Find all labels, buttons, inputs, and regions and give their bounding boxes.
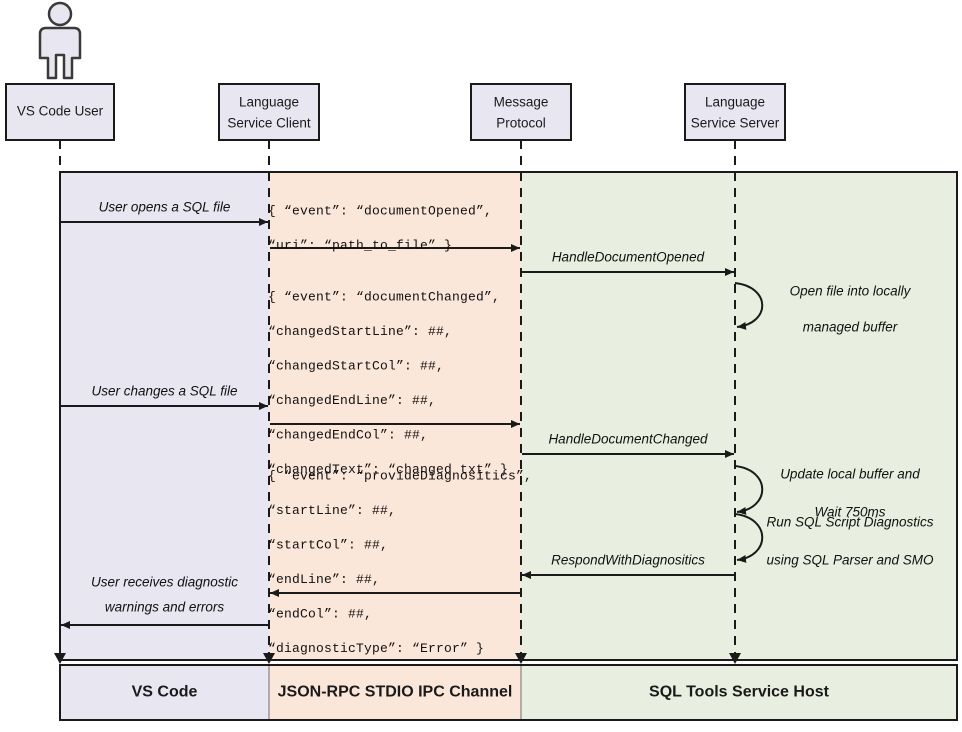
message-label-m1: User opens a SQL file	[99, 200, 231, 215]
message-label-m9-line2: warnings and errors	[105, 600, 225, 615]
actor-label-client-line1: Language	[239, 95, 299, 110]
self-note-n2-line2: Wait 750ms	[814, 505, 885, 520]
lifeline-end-arrow-proto	[515, 653, 527, 664]
message-label-m7: RespondWithDiagnositics	[551, 553, 705, 568]
json-line-jb3-2: “startCol”: ##,	[268, 537, 388, 552]
actor-label-server-line2: Service Server	[691, 116, 780, 131]
lane-background-bands	[59, 171, 958, 661]
json-line-jb2-2: “changedStartCol”: ##,	[268, 358, 444, 373]
self-note-n3-line1: Run SQL Script Diagnostics	[766, 515, 933, 530]
lane-band-host	[521, 172, 957, 660]
lifeline-end-arrow-server	[729, 653, 741, 664]
message-label-m9-line1: User receives diagnostic	[91, 575, 238, 590]
json-line-jb2-5: “changedText”: “changed txt” }	[268, 462, 508, 477]
self-loop-n1[interactable]	[734, 282, 764, 330]
self-note-n1-line1: Open file into locally	[790, 284, 912, 299]
self-note-n2-line1: Update local buffer and	[780, 467, 920, 482]
lane-band-ipc	[269, 172, 521, 660]
footer-lanes-group: VS Code JSON-RPC STDIO IPC Channel SQL Too…	[59, 664, 958, 721]
message-label-m4: User changes a SQL file	[91, 384, 237, 399]
json-line-jb3-3: “endLine”: ##,	[268, 572, 380, 587]
footer-label-vscode: VS Code	[132, 684, 198, 701]
json-payload-group: { “event”: “documentOpened”, “uri”: “pat…	[268, 203, 532, 656]
lifeline-end-arrow-client	[263, 653, 275, 664]
actor-box-client[interactable]	[218, 83, 320, 141]
lifelines-group	[54, 140, 741, 664]
json-line-jb2-0: { “event”: “documentChanged”,	[268, 289, 500, 304]
actor-body-icon	[38, 26, 82, 80]
self-loop-n3[interactable]	[734, 513, 764, 563]
json-line-jb3-1: “startLine”: ##,	[268, 503, 396, 518]
actor-label-client-line2: Service Client	[227, 116, 311, 131]
self-note-n1-line2: managed buffer	[803, 320, 898, 335]
self-note-n3-line2: using SQL Parser and SMO	[766, 553, 934, 568]
json-line-jb1-1: “uri”: “path_to_file” }	[268, 238, 452, 253]
footer-label-host: SQL Tools Service Host	[649, 684, 830, 701]
messages-group: User opens a SQL fileHandleDocumentOpene…	[61, 200, 734, 629]
actor-box-server[interactable]	[684, 83, 786, 141]
actor-box-proto[interactable]	[470, 83, 572, 141]
footer-outline	[59, 664, 958, 721]
message-label-m6: HandleDocumentChanged	[548, 432, 708, 447]
json-line-jb3-4: “endCol”: ##,	[268, 606, 372, 621]
lifeline-end-arrow-user	[54, 653, 66, 664]
actor-box-user[interactable]	[5, 83, 115, 141]
json-line-jb3-0: { “event”: “provideDiagnositics”,	[268, 468, 532, 483]
json-line-jb2-3: “changedEndLine”: ##,	[268, 393, 436, 408]
message-label-m3: HandleDocumentOpened	[552, 250, 705, 265]
json-line-jb3-5: “diagnosticType”: “Error” }	[268, 641, 484, 656]
self-loop-n2[interactable]	[734, 465, 764, 515]
json-line-jb2-4: “changedEndCol”: ##,	[268, 427, 428, 442]
actor-head-icon	[47, 1, 73, 27]
actor-label-proto-line2: Protocol	[496, 116, 546, 131]
actor-label-server-line1: Language	[705, 95, 765, 110]
json-line-jb2-1: “changedStartLine”: ##,	[268, 324, 452, 339]
self-notes-group: Open file into locally managed bufferUpda…	[734, 282, 934, 568]
actor-stick-figure	[38, 1, 82, 80]
json-line-jb1-0: { “event”: “documentOpened”,	[268, 203, 492, 218]
footer-label-ipc: JSON-RPC STDIO IPC Channel	[278, 684, 513, 701]
actor-label-proto-line1: Message	[494, 95, 549, 110]
lane-band-vscode	[60, 172, 269, 660]
actor-label-user: VS Code User	[17, 104, 104, 119]
